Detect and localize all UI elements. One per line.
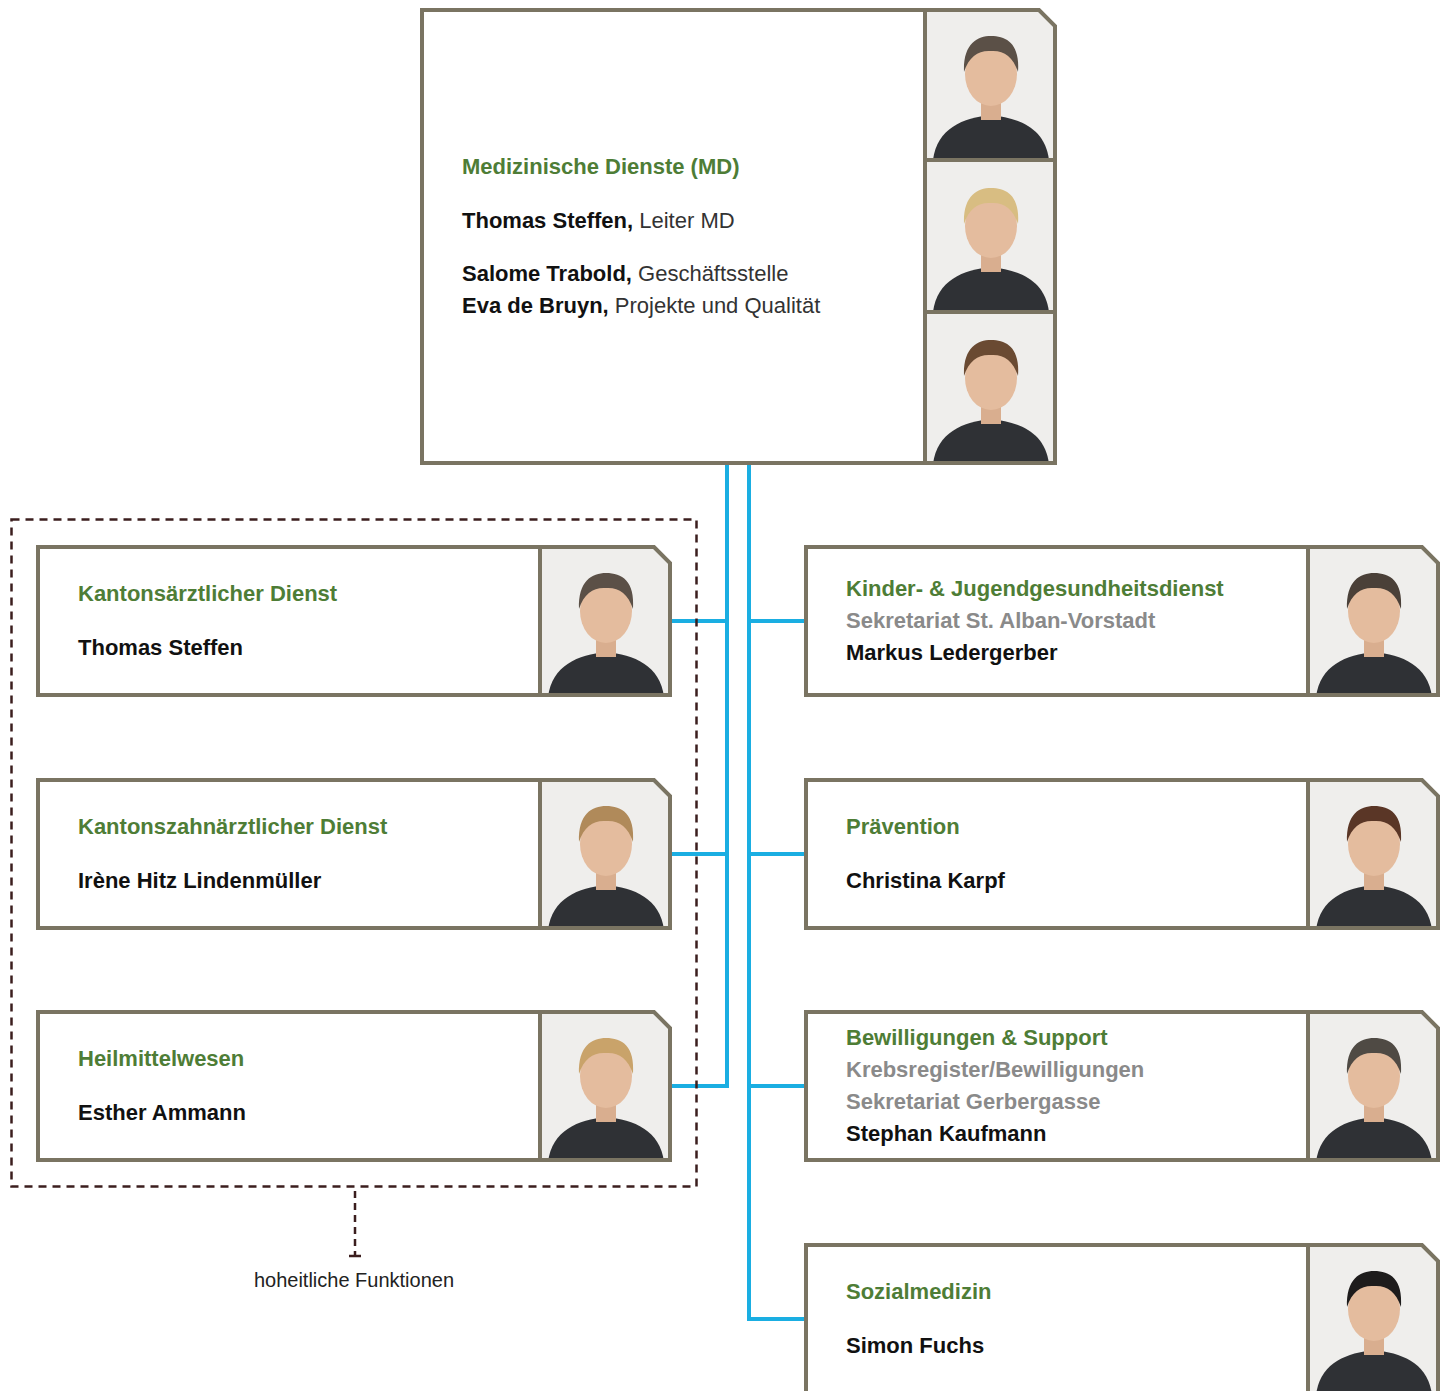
unit-box: Bewilligungen & SupportKrebsregister/Bew…	[804, 1010, 1440, 1162]
staff-name: Eva de Bruyn,	[462, 293, 609, 318]
person-name: Christina Karpf	[846, 865, 1296, 897]
org-connector	[749, 465, 804, 1319]
box-border	[806, 1012, 1438, 1160]
text-column: PräventionChristina Karpf	[846, 778, 1296, 930]
photo	[925, 160, 1057, 312]
org-connector	[672, 465, 727, 854]
unit-box: Kantonszahnärztlicher DienstIrène Hitz L…	[36, 778, 672, 930]
person-name: Thomas Steffen	[78, 632, 528, 664]
box-outline	[804, 1243, 1440, 1391]
photo	[1308, 778, 1440, 930]
box-border	[38, 547, 670, 695]
unit-box: Kantonsärztlicher DienstThomas Steffen	[36, 545, 672, 697]
unit-subtitle: Krebsregister/Bewilligungen	[846, 1054, 1296, 1086]
photo-divider	[925, 158, 1057, 162]
unit-title: Prävention	[846, 811, 1296, 843]
org-connector	[749, 465, 804, 854]
photo-divider	[538, 778, 542, 930]
box-border	[38, 780, 670, 928]
unit-box: HeilmittelwesenEsther Ammann	[36, 1010, 672, 1162]
box-border	[806, 780, 1438, 928]
photo	[1308, 545, 1440, 697]
photo-divider	[1306, 1243, 1310, 1391]
text-column: Kantonsärztlicher DienstThomas Steffen	[78, 545, 528, 697]
staff-line: Salome Trabold, Geschäftsstelle	[462, 258, 913, 290]
photo-divider	[925, 310, 1057, 314]
photo	[925, 312, 1057, 464]
unit-title: Medizinische Dienste (MD)	[462, 151, 913, 183]
unit-box: SozialmedizinSimon Fuchs	[804, 1243, 1440, 1391]
photo-divider	[923, 8, 927, 465]
unit-box: PräventionChristina Karpf	[804, 778, 1440, 930]
box-border	[806, 547, 1438, 695]
unit-title: Sozialmedizin	[846, 1276, 1296, 1308]
person-name: Markus Ledergerber	[846, 637, 1296, 669]
staff-name: Thomas Steffen,	[462, 208, 633, 233]
photo-divider	[538, 545, 542, 697]
unit-title: Bewilligungen & Support	[846, 1022, 1296, 1054]
unit-box: Kinder- & JugendgesundheitsdienstSekreta…	[804, 545, 1440, 697]
photo	[540, 1010, 672, 1162]
staff-name: Salome Trabold,	[462, 261, 632, 286]
staff-line: Thomas Steffen, Leiter MD	[462, 205, 913, 237]
box-border	[422, 10, 1055, 463]
org-connector	[749, 465, 804, 621]
person-name: Irène Hitz Lindenmüller	[78, 865, 528, 897]
org-connector	[749, 465, 804, 1086]
text-column: HeilmittelwesenEsther Ammann	[78, 1010, 528, 1162]
staff-line: Eva de Bruyn, Projekte und Qualität	[462, 290, 913, 322]
text-column: Bewilligungen & SupportKrebsregister/Bew…	[846, 1010, 1296, 1162]
text-column: Kinder- & JugendgesundheitsdienstSekreta…	[846, 545, 1296, 697]
photo-divider	[1306, 778, 1310, 930]
box-outline	[804, 778, 1440, 930]
dashed-border	[12, 520, 697, 1187]
box-outline	[36, 545, 672, 697]
staff-role: Leiter MD	[633, 208, 734, 233]
person-name: Stephan Kaufmann	[846, 1118, 1296, 1150]
unit-title: Kantonszahnärztlicher Dienst	[78, 811, 528, 843]
photo	[1308, 1243, 1440, 1391]
photo	[540, 778, 672, 930]
photo	[925, 8, 1057, 160]
unit-title: Kantonsärztlicher Dienst	[78, 578, 528, 610]
staff-role: Geschäftsstelle	[632, 261, 789, 286]
photo	[1308, 1010, 1440, 1162]
unit-subtitle: Sekretariat Gerbergasse	[846, 1086, 1296, 1118]
group-label: hoheitliche Funktionen	[10, 1268, 698, 1292]
text-column: Kantonszahnärztlicher DienstIrène Hitz L…	[78, 778, 528, 930]
box-border	[806, 1245, 1438, 1391]
unit-title: Kinder- & Jugendgesundheitsdienst	[846, 573, 1296, 605]
staff-role: Projekte und Qualität	[609, 293, 821, 318]
photo-divider	[538, 1010, 542, 1162]
group-frame: hoheitliche FunktionenKantonsärztlicher …	[10, 518, 698, 1188]
org-connector	[672, 465, 727, 1086]
photo-divider	[1306, 545, 1310, 697]
dashed-frame	[10, 518, 698, 1188]
box-border	[38, 1012, 670, 1160]
unit-title: Heilmittelwesen	[78, 1043, 528, 1075]
photo	[540, 545, 672, 697]
box-outline	[36, 1010, 672, 1162]
text-column: Medizinische Dienste (MD) Thomas Steffen,…	[462, 8, 913, 465]
leader-line	[354, 1191, 357, 1255]
box-outline	[420, 8, 1057, 465]
unit-subtitle: Sekretariat St. Alban-Vorstadt	[846, 605, 1296, 637]
text-column: SozialmedizinSimon Fuchs	[846, 1243, 1296, 1391]
unit-box: Medizinische Dienste (MD) Thomas Steffen,…	[420, 8, 1057, 465]
org-connector	[672, 465, 727, 621]
person-name: Esther Ammann	[78, 1097, 528, 1129]
person-name: Simon Fuchs	[846, 1330, 1296, 1362]
leader-tick	[349, 1255, 361, 1258]
photo-divider	[1306, 1010, 1310, 1162]
box-outline	[36, 778, 672, 930]
